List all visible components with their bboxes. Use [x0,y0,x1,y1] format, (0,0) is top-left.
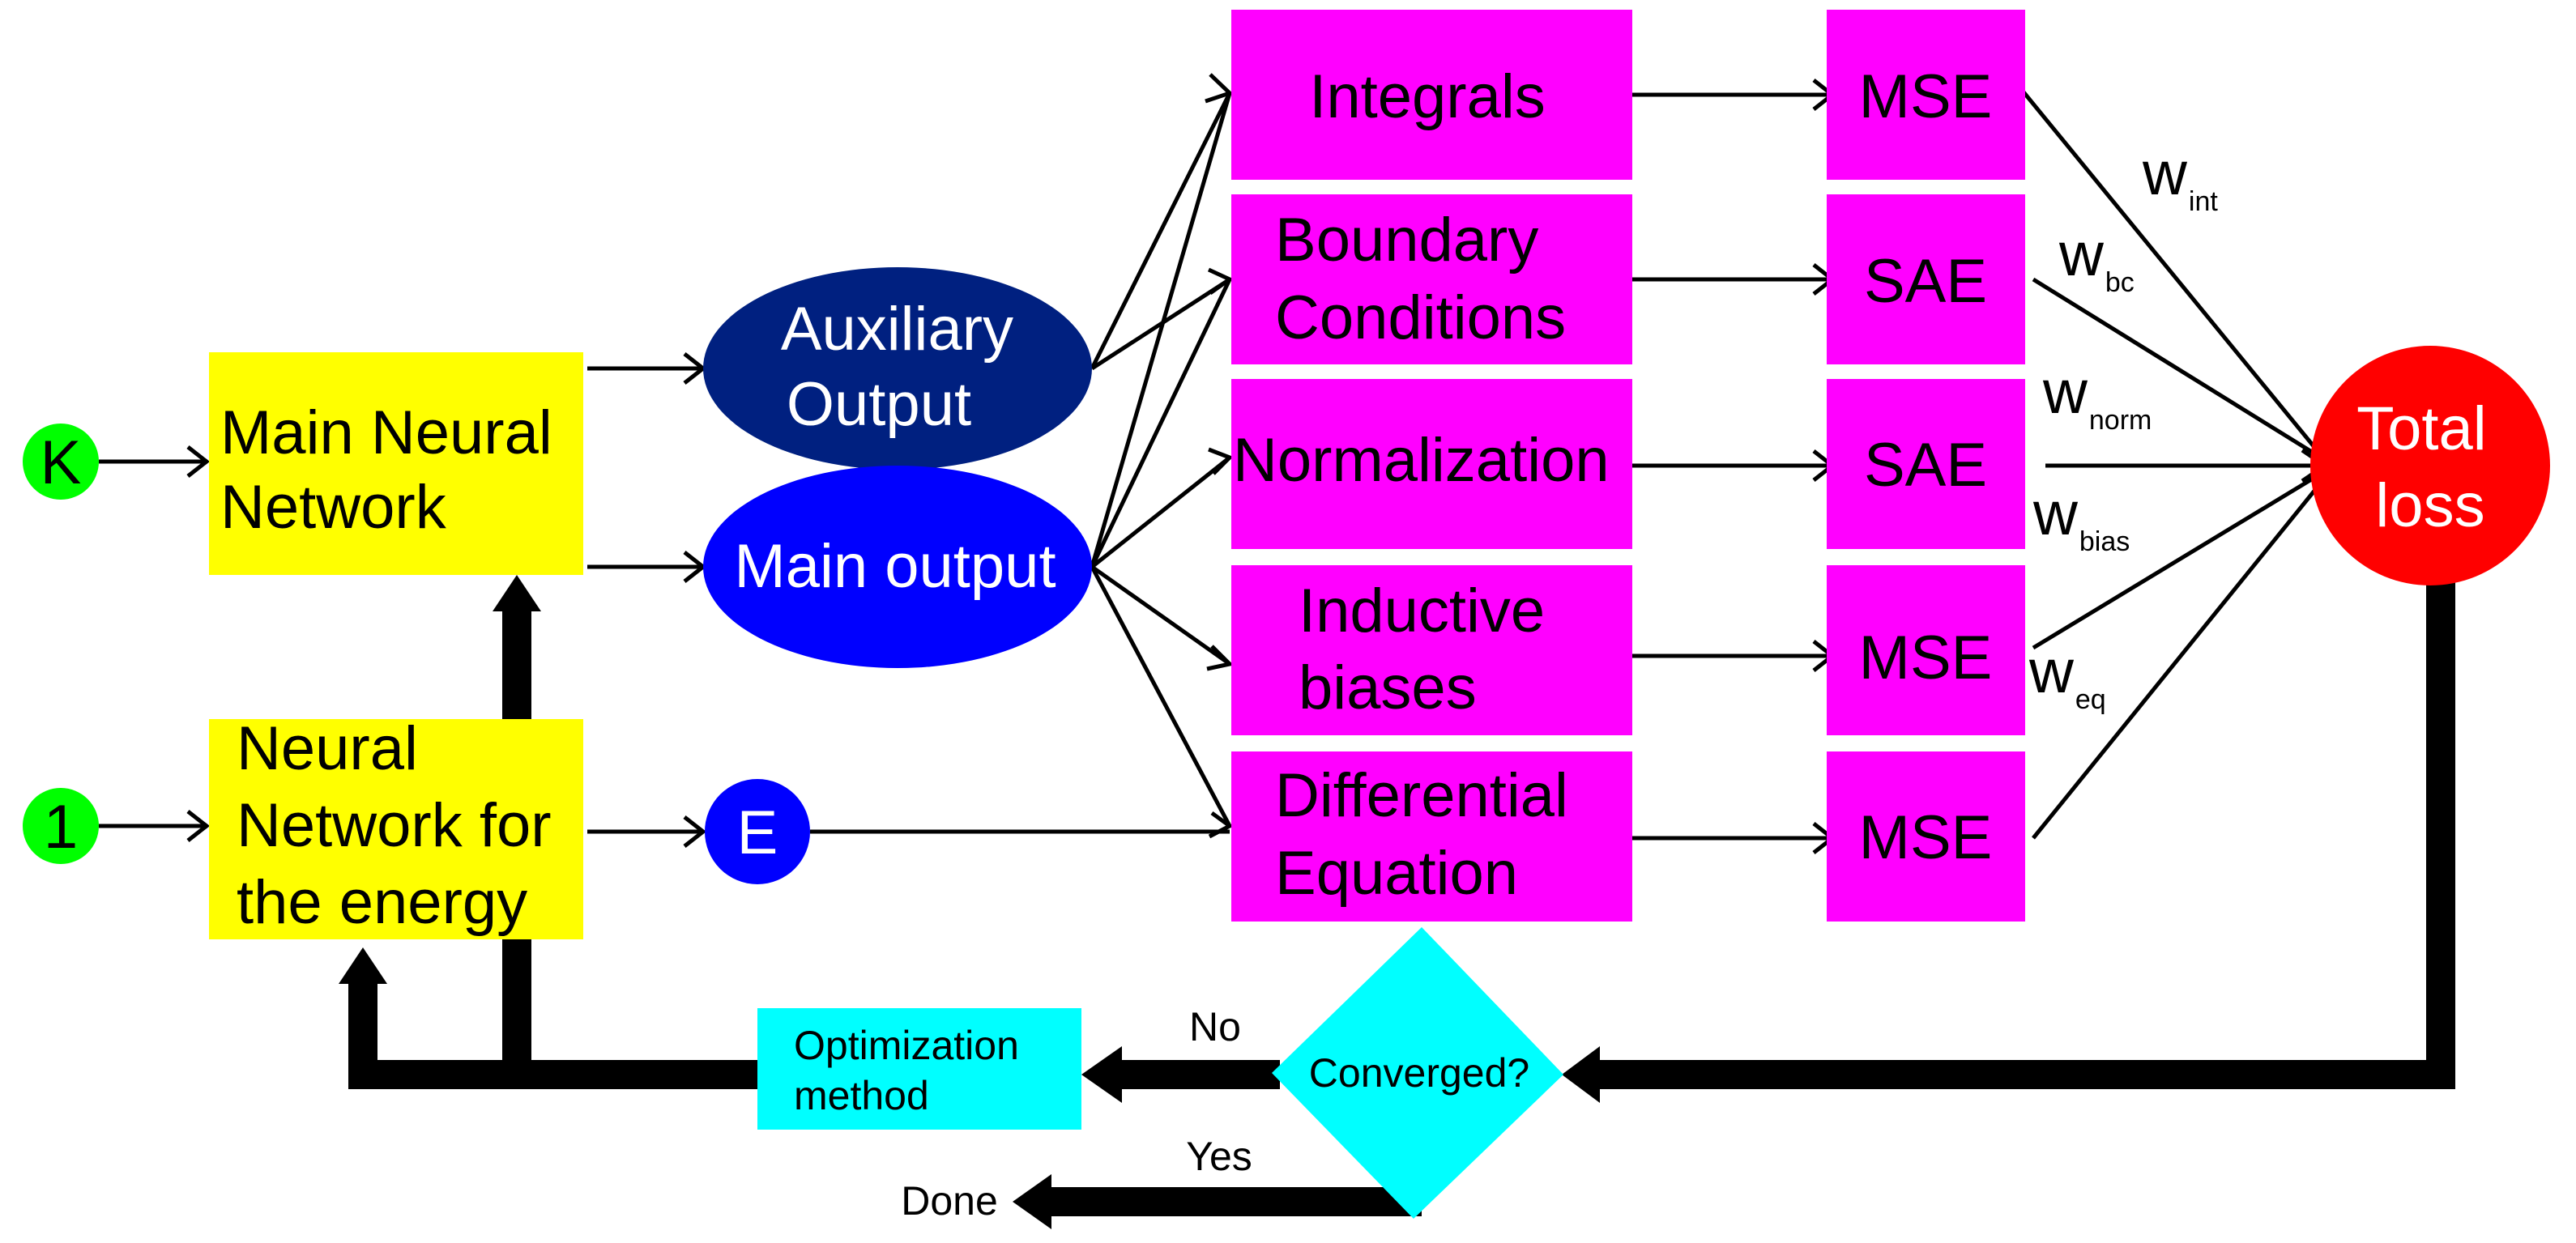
integrals-box [1231,10,1632,180]
input-k-node [23,424,99,500]
inductive-metric-box [1827,565,2025,735]
feedback-loop [339,567,2455,1229]
total-loss-label: Total loss [2356,394,2504,540]
input-one-label: 1 [44,793,78,862]
integrals-label: Integrals [1309,62,1546,131]
main-output-label: Main output [734,532,1056,601]
converged-label: Converged? [1309,1050,1529,1096]
inductive-metric-label: MSE [1859,624,1993,692]
boundary-metric-box [1827,194,2025,364]
energy-network-label: Neural Network for the energy [237,714,569,937]
inductive-biases-label: Inductive biases [1299,577,1562,722]
input-one-node [23,788,99,864]
input-k-label: K [41,428,82,497]
no-label: No [1189,1004,1241,1049]
yes-label: Yes [1186,1134,1252,1179]
differential-metric-box [1827,751,2025,922]
weight-norm-label: wnorm [2042,358,2152,436]
boundary-conditions-label: Boundary Conditions [1275,206,1566,352]
differential-equation-label: Differential Equation [1275,761,1585,908]
done-label: Done [901,1178,998,1224]
auxiliary-output-node [703,267,1092,470]
normalization-box [1231,379,1632,549]
normalization-metric-box [1827,379,2025,549]
inductive-biases-box [1231,565,1632,735]
differential-equation-box [1231,751,1632,922]
boundary-metric-label: SAE [1864,247,1987,316]
energy-output-node [705,779,810,884]
main-neural-network-label: Main Neural Network [220,398,569,542]
weight-bc-label: wbc [2058,220,2135,298]
weight-bias-label: wbias [2032,479,2130,557]
energy-output-label: E [737,798,778,867]
weight-eq-label: weq [2028,637,2106,715]
energy-network-box [209,719,583,939]
boundary-conditions-box [1231,194,1632,364]
total-loss-node [2310,346,2550,585]
weight-int-label: wint [2142,139,2218,217]
normalization-metric-label: SAE [1864,431,1987,500]
normalization-label: Normalization [1233,426,1610,495]
thin-connectors [99,73,2329,854]
integrals-metric-label: MSE [1859,62,1993,131]
integrals-metric-box [1827,10,2025,180]
optimization-method-label: Optimization method [794,1023,1030,1118]
main-neural-network-box [209,352,583,575]
converged-decision [1272,927,1563,1219]
optimization-method-box [757,1008,1081,1130]
differential-metric-label: MSE [1859,803,1993,872]
auxiliary-output-label: Auxiliary Output [781,295,1030,439]
main-output-node [703,466,1092,668]
